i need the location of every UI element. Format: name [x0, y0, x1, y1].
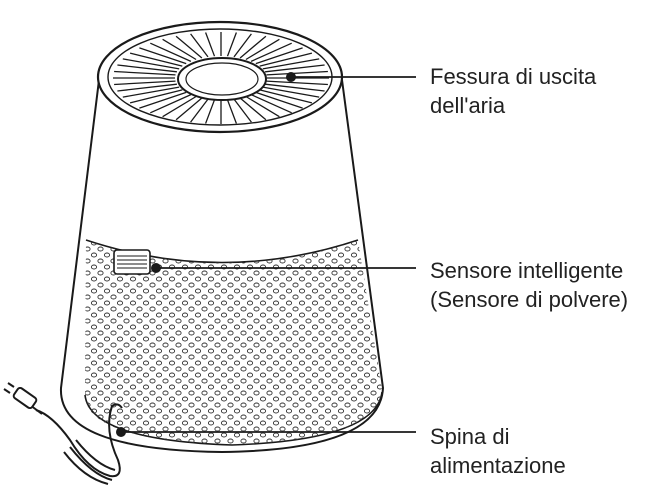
vent-slat [245, 38, 280, 61]
plug-icon [3, 382, 38, 410]
vent-slat [250, 94, 292, 114]
vent-slat [114, 80, 176, 86]
vent-slat [239, 35, 267, 59]
vent-slat [139, 91, 187, 109]
vent-slat [266, 80, 328, 86]
vent-slat [233, 33, 252, 58]
vent-slat [190, 98, 209, 123]
label-air-outlet-line2: dell'aria [430, 93, 506, 118]
label-smart-sensor: Sensore intelligente (Sensore di polvere… [430, 256, 628, 314]
vent-slat [117, 64, 177, 73]
label-power-plug-line2: alimentazione [430, 453, 566, 478]
vent-slat [175, 35, 203, 59]
vent-slat [204, 99, 216, 124]
vent-slat [114, 70, 176, 76]
vent-slat [245, 95, 280, 118]
vent-slat [250, 42, 292, 62]
vent-slat [150, 42, 192, 62]
vent-slat [129, 52, 183, 67]
vent-slat [190, 33, 209, 58]
vent-slat [262, 86, 320, 98]
label-smart-sensor-line2: (Sensore di polvere) [430, 287, 629, 312]
vent-slat [122, 86, 180, 98]
label-air-outlet: Fessura di uscita dell'aria [430, 62, 596, 120]
vent-slat [262, 58, 320, 70]
callout-plug-leader [116, 427, 416, 437]
vent-slat [162, 38, 197, 61]
vent-slat [265, 83, 325, 92]
vent-slat [117, 83, 177, 92]
label-air-outlet-line1: Fessura di uscita [430, 64, 597, 89]
vent-slat [129, 89, 183, 104]
vent-slat [233, 98, 252, 123]
label-power-plug-line1: Spina di [430, 424, 510, 449]
vent-slat [259, 52, 313, 67]
vent-slat [265, 64, 325, 73]
label-power-plug: Spina di alimentazione [430, 422, 566, 480]
vent-slat [162, 95, 197, 118]
vent-slat [255, 47, 303, 65]
vent-slat [259, 89, 313, 104]
vent-slat [204, 32, 216, 57]
callout-sensor-leader [151, 263, 416, 273]
callout-air-outlet-leader [286, 72, 416, 82]
sensor-window [113, 249, 151, 275]
vent-slat [175, 97, 203, 121]
vent-slat [139, 47, 187, 65]
vent-slat [255, 91, 303, 109]
vent-slat [150, 94, 192, 114]
label-smart-sensor-line1: Sensore intelligente [430, 258, 624, 283]
vent-slat [239, 97, 267, 121]
vent-slat [226, 32, 238, 57]
vent-slat [266, 70, 328, 76]
vent-slat [226, 99, 238, 124]
vent-slat [122, 58, 180, 70]
center-cap [177, 57, 267, 101]
